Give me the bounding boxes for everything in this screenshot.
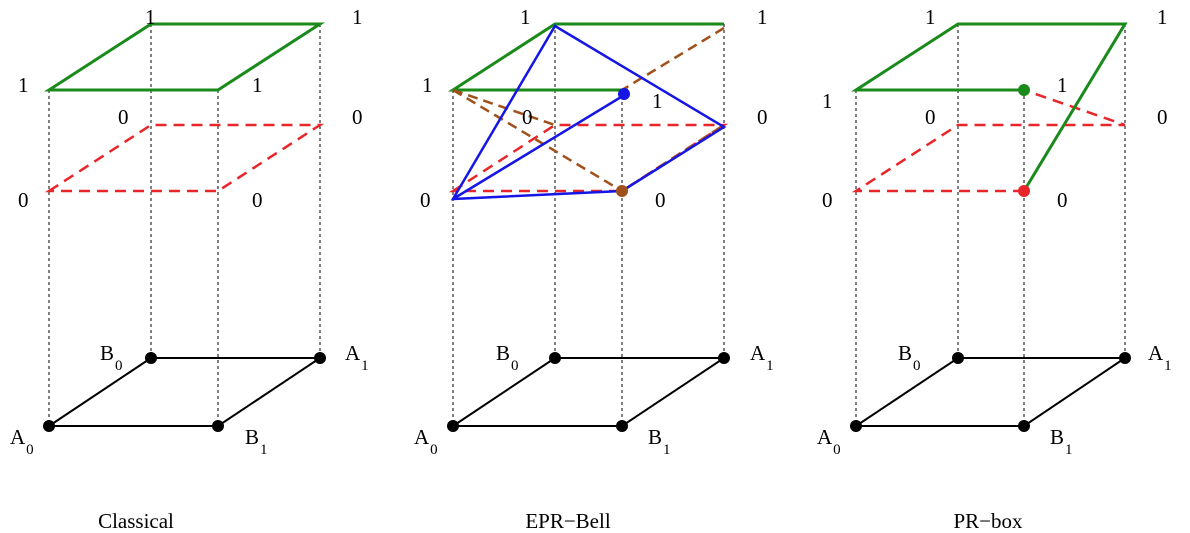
label-one: 1 — [1157, 5, 1168, 29]
vertex-a0-dot — [43, 420, 55, 432]
vertex-b0-dot — [145, 352, 157, 364]
panel-epr-bell: 1 1 1 1 0 0 0 0 B0 A1 A0 B1 EPR−Bell — [414, 5, 774, 533]
vertex-a1-dot — [314, 352, 326, 364]
panel-pr-box: 1 1 1 1 0 0 0 0 B0 A1 A0 B1 PR−box — [817, 5, 1172, 533]
label-zero: 0 — [252, 188, 263, 212]
label-one: 1 — [145, 5, 156, 29]
caption-epr-bell: EPR−Bell — [525, 509, 611, 533]
level-zero-plane — [448, 123, 729, 193]
vertex-label-a1: A1 — [750, 341, 774, 374]
vertex-label-b1: B1 — [245, 425, 268, 458]
vertex-label-a0: A0 — [414, 425, 438, 458]
vertex-a0-dot — [447, 420, 459, 432]
label-zero: 0 — [822, 188, 833, 212]
vertex-label-b0: B0 — [898, 341, 921, 374]
vertex-label-b1: B1 — [648, 425, 671, 458]
vertex-label-a1: A1 — [1148, 341, 1172, 374]
base-square — [852, 357, 1129, 427]
blue-correlation-path — [450, 24, 727, 201]
label-zero: 0 — [1057, 188, 1068, 212]
vertex-b1-dot — [212, 420, 224, 432]
caption-pr-box: PR−box — [953, 509, 1023, 533]
label-one: 1 — [1057, 73, 1068, 97]
blue-correlation-path — [452, 92, 627, 201]
label-zero: 0 — [655, 188, 666, 212]
level-one-edges — [447, 22, 724, 92]
label-zero: 0 — [420, 188, 431, 212]
label-one: 1 — [652, 89, 663, 113]
label-one: 1 — [822, 89, 833, 113]
brown-path — [452, 88, 556, 127]
blue-point — [618, 88, 630, 100]
vertex-a1-dot — [718, 352, 730, 364]
label-zero: 0 — [925, 105, 936, 129]
label-zero: 0 — [18, 188, 29, 212]
brown-path — [452, 88, 725, 193]
vertex-label-a1: A1 — [345, 341, 369, 374]
label-zero: 0 — [757, 105, 768, 129]
red-point — [1018, 185, 1030, 197]
vertex-a0-dot — [850, 420, 862, 432]
vertex-label-b1: B1 — [1050, 425, 1073, 458]
vertex-label-a0: A0 — [817, 425, 841, 458]
vertex-a1-dot — [1119, 352, 1131, 364]
level-zero-plane — [44, 123, 325, 193]
label-one: 1 — [252, 73, 263, 97]
brown-point — [616, 185, 628, 197]
caption-classical: Classical — [98, 509, 174, 533]
panel-classical: 1 1 1 1 0 0 0 0 B0 A1 A0 B1 Classical — [10, 5, 369, 533]
vertex-b1-dot — [616, 420, 628, 432]
brown-path — [621, 26, 725, 92]
label-zero: 0 — [118, 105, 129, 129]
label-zero: 0 — [352, 105, 363, 129]
level-one-plane — [43, 22, 326, 92]
green-point — [1018, 84, 1030, 96]
vertex-label-a0: A0 — [10, 425, 34, 458]
label-one: 1 — [352, 5, 363, 29]
base-square — [45, 357, 324, 427]
vertex-label-b0: B0 — [496, 341, 519, 374]
vertex-b1-dot — [1018, 420, 1030, 432]
vertex-b0-dot — [952, 352, 964, 364]
label-one: 1 — [757, 5, 768, 29]
label-one: 1 — [520, 5, 531, 29]
label-zero: 0 — [522, 105, 533, 129]
level-zero-edges — [851, 88, 1126, 193]
label-zero: 0 — [1157, 105, 1168, 129]
vertex-b0-dot — [549, 352, 561, 364]
label-one: 1 — [422, 73, 433, 97]
base-square — [449, 357, 728, 427]
vertex-label-b0: B0 — [100, 341, 123, 374]
label-one: 1 — [925, 5, 936, 29]
level-one-edges — [850, 22, 1128, 192]
label-one: 1 — [18, 73, 29, 97]
